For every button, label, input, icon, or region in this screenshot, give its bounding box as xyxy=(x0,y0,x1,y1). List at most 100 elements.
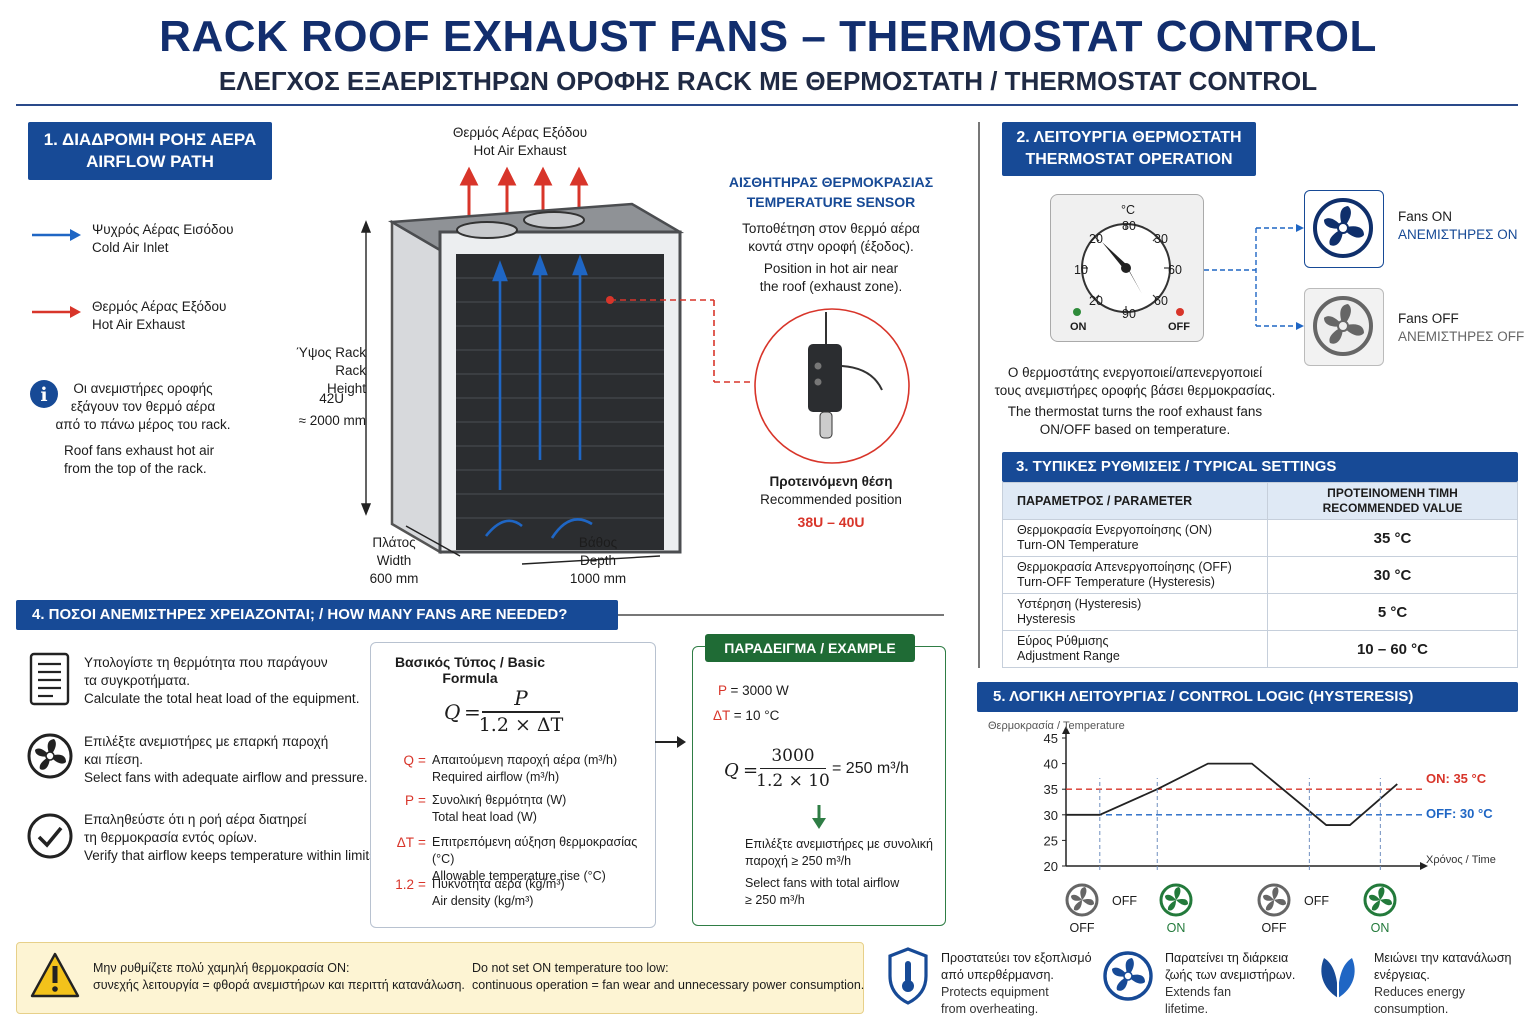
settings-param-gr: Υστέρηση (Hysteresis) xyxy=(1017,597,1142,611)
arrow-right-icon xyxy=(655,736,686,748)
formula-legend-item: Q = Απαιτούμενη παροχή αέρα (m³/h) Requi… xyxy=(384,752,646,792)
benefit1-text-en-1: Protects equipment xyxy=(941,985,1049,999)
settings-col-value-en: RECOMMENDED VALUE xyxy=(1322,501,1463,515)
example-note-en-2: ≥ 250 m³/h xyxy=(745,893,805,907)
dial-unit: °C xyxy=(1120,203,1136,217)
section1-title-gr: 1. ΔΙΑΔΡΟΜΗ ΡΟΗΣ ΑΕΡΑ xyxy=(43,130,257,149)
step3-text-gr-1: Επαληθεύστε ότι η ροή αέρα διατηρεί xyxy=(84,812,307,827)
thermostat-connector-lines xyxy=(1204,224,1304,330)
table-row: Υστέρηση (Hysteresis)Hysteresis 5 °C xyxy=(1002,593,1518,631)
formula-numerator: P xyxy=(514,686,528,710)
settings-param-gr: Θερμοκρασία Απενεργοποίησης (OFF) xyxy=(1017,560,1232,574)
step1-text-gr-2: τα συγκροτήματα. xyxy=(84,673,191,688)
section1-title-en: AIRFLOW PATH xyxy=(86,152,214,171)
dial-tick-label: 30 xyxy=(1154,232,1168,246)
step2-text-gr-1: Επιλέξτε ανεμιστήρες με επαρκή παροχή xyxy=(84,734,329,749)
exhaust-label-en: Hot Air Exhaust xyxy=(473,143,567,158)
fan-state-label: ON xyxy=(1166,921,1186,935)
fan-icon xyxy=(27,733,73,779)
sensor-title-gr: ΑΙΣΘΗΤΗΡΑΣ ΘΕΡΜΟΚΡΑΣΙΑΣ xyxy=(728,174,934,190)
example-denominator: 1.2 × 10 xyxy=(756,771,830,791)
warning-text-gr-2: συνεχής λειτουργία = φθορά ανεμιστήρων κ… xyxy=(93,978,465,992)
depth-label-gr: Βάθος xyxy=(578,535,618,550)
benefit3-text-gr-1: Μειώνει την κατανάλωση xyxy=(1374,951,1512,965)
warning-icon xyxy=(30,952,80,998)
thermostat-desc-gr-1: Ο θερμοστάτης ενεργοποιεί/απενεργοποιεί xyxy=(1007,365,1263,380)
sensor-pointer xyxy=(610,299,752,383)
info-text-gr-3: από το πάνω μέρος του rack. xyxy=(55,417,231,432)
rack-equipment-slats xyxy=(456,277,664,519)
rack-height-label-gr: Ύψος Rack xyxy=(296,345,366,360)
chart-y-tick-label: 45 xyxy=(1044,731,1058,746)
section2-title-gr: 2. ΛΕΙΤΟΥΡΓΙΑ ΘΕΡΜΟΣΤΑΤΗ xyxy=(1016,129,1242,146)
sensor-desc-en-2: the roof (exhaust zone). xyxy=(759,279,903,294)
step1-text-gr-1: Υπολογίστε τη θερμότητα που παράγουν xyxy=(84,655,328,670)
fan-lifetime-icon xyxy=(1103,951,1153,1001)
fan-state-on-icon xyxy=(1363,883,1397,917)
chart-on-threshold-label: ON: 35 °C xyxy=(1426,771,1487,786)
benefit2-text-gr-2: ζωής των ανεμιστήρων. xyxy=(1165,968,1296,982)
fan-state-on-icon xyxy=(1159,883,1193,917)
example-p-symbol: P xyxy=(718,683,727,698)
rack-height-u: 42U xyxy=(319,391,344,406)
document-calculation-icon xyxy=(29,652,70,706)
cold-air-label-en: Cold Air Inlet xyxy=(92,240,169,255)
exhaust-label-gr: Θερμός Αέρας Εξόδου xyxy=(452,125,588,140)
warning-text-en-2: continuous operation = fan wear and unne… xyxy=(472,978,865,992)
section2-header: 2. ΛΕΙΤΟΥΡΓΙΑ ΘΕΡΜΟΣΤΑΤΗ THERMOSTAT OPER… xyxy=(1002,122,1256,176)
info-text-en-2: from the top of the rack. xyxy=(64,461,207,476)
settings-param-en: Hysteresis xyxy=(1017,612,1076,626)
settings-param-en: Turn-OFF Temperature (Hysteresis) xyxy=(1017,575,1215,589)
benefit1-text-gr-1: Προστατεύει τον εξοπλισμό xyxy=(941,951,1092,965)
section3-header: 3. ΤΥΠΙΚΕΣ ΡΥΘΜΙΣΕΙΣ / TYPICAL SETTINGS xyxy=(1002,452,1518,482)
dial-tick-label: 90 xyxy=(1122,307,1136,321)
legend-equals: = xyxy=(418,835,426,850)
example-p-value: = 3000 W xyxy=(730,683,789,698)
section4-rule xyxy=(618,614,944,616)
benefit1-text-en-2: from overheating. xyxy=(941,1002,1039,1016)
settings-param-gr: Θερμοκρασία Ενεργοποίησης (ON) xyxy=(1017,523,1213,537)
settings-param-gr: Εύρος Ρύθμισης xyxy=(1017,634,1109,648)
sensor-title-en: TEMPERATURE SENSOR xyxy=(746,194,916,210)
formula-denominator: 1.2 × ΔT xyxy=(478,714,564,736)
chart-y-axis-label: Θερμοκρασία / Temperature xyxy=(988,720,1125,732)
subtitle: ΕΛΕΓΧΟΣ ΕΞΑΕΡΙΣΤΗΡΩΝ ΟΡΟΦΗΣ RACK ΜΕ ΘΕΡΜ… xyxy=(218,66,1318,96)
info-icon: i xyxy=(30,380,58,408)
chart-y-tick-label: 20 xyxy=(1044,859,1058,874)
main-title: RACK ROOF EXHAUST FANS – THERMOSTAT CONT… xyxy=(159,12,1377,61)
info-text-gr-1: Οι ανεμιστήρες οροφής xyxy=(73,381,213,396)
benefit3-text-en-2: consumption. xyxy=(1374,1002,1449,1016)
example-note-en-1: Select fans with total airflow xyxy=(745,876,900,890)
sensor-rec-gr: Προτεινόμενη θέση xyxy=(769,474,893,489)
fan-state-label: OFF xyxy=(1261,921,1287,935)
legend-symbol: Q xyxy=(403,753,414,768)
settings-value: 5 °C xyxy=(1267,593,1518,631)
sensor-desc-gr-2: κοντά στην οροφή (έξοδος). xyxy=(748,239,914,254)
dial-tick-label: 20 xyxy=(1089,294,1103,308)
fan-on-icon xyxy=(1313,198,1373,258)
rack-side-panel xyxy=(390,219,442,555)
fans-off-label-gr: ΑΝΕΜΙΣΤΗΡΕΣ OFF xyxy=(1398,329,1525,344)
formula-legend-item: ΔT = Επιτρεπόμενη αύξηση θερμοκρασίας (°… xyxy=(384,834,646,883)
thermostat-desc-en-2: ON/OFF based on temperature. xyxy=(1039,422,1231,437)
settings-value: 10 – 60 °C xyxy=(1267,630,1518,668)
sensor-dot xyxy=(606,296,614,304)
legend-equals: = xyxy=(418,793,426,808)
example-fraction-bar xyxy=(760,768,826,770)
width-label-mm: 600 mm xyxy=(369,571,419,586)
depth-label-mm: 1000 mm xyxy=(569,571,627,586)
info-text-gr-2: εξάγουν τον θερμό αέρα xyxy=(70,399,216,414)
step3-text-gr-2: τη θερμοκρασία εντός ορίων. xyxy=(84,830,258,845)
roof-fan-1 xyxy=(456,221,518,239)
example-note-gr-2: παροχή ≥ 250 m³/h xyxy=(745,854,852,868)
warning-text-en-1: Do not set ON temperature too low: xyxy=(472,961,669,975)
header-divider xyxy=(16,104,1518,106)
chart-y-tick-label: 35 xyxy=(1044,782,1058,797)
settings-col-value-gr: ΠΡΟΤΕΙΝΟΜΕΝΗ ΤΙΜΗ xyxy=(1327,486,1458,500)
benefit3-text-en-1: Reduces energy xyxy=(1374,985,1466,999)
settings-value: 35 °C xyxy=(1267,519,1518,557)
settings-param-en: Turn-ON Temperature xyxy=(1017,538,1139,552)
table-row: Θερμοκρασία Απενεργοποίησης (OFF)Turn-OF… xyxy=(1002,556,1518,594)
rack-illustration xyxy=(360,166,752,565)
